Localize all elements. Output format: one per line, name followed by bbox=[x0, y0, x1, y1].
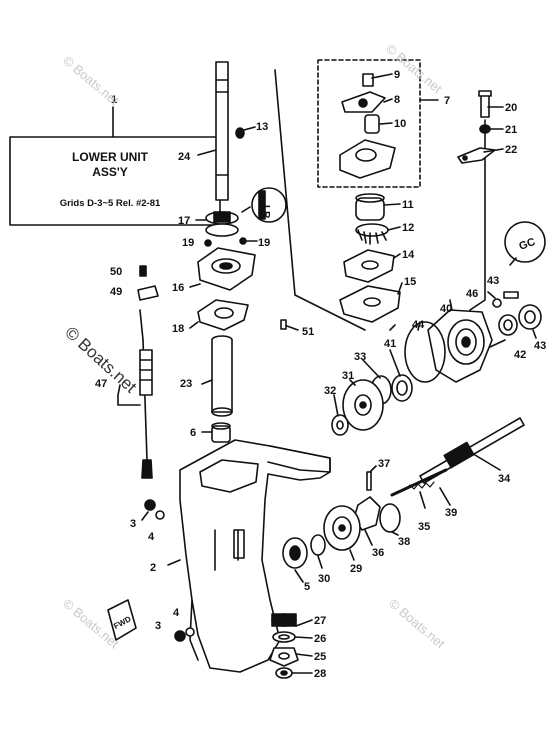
callout-12: 12 bbox=[402, 222, 414, 234]
watermark-bottom-right: © Boats.net bbox=[386, 596, 448, 652]
gasket bbox=[197, 299, 249, 331]
callout-47: 47 bbox=[95, 378, 107, 390]
impeller bbox=[355, 223, 389, 245]
callout-34: 34 bbox=[498, 473, 511, 485]
assembly-ref-label: 1 bbox=[111, 94, 117, 106]
callout-35: 35 bbox=[418, 521, 430, 533]
callout-31: 31 bbox=[342, 370, 354, 382]
callout-50: 50 bbox=[110, 266, 122, 278]
drive-shaft bbox=[197, 61, 229, 201]
callout-27: 27 bbox=[314, 615, 326, 627]
o-ring bbox=[404, 321, 446, 383]
callout-4b: 4 bbox=[173, 607, 180, 619]
callout-32: 32 bbox=[324, 385, 336, 397]
callout-8: 8 bbox=[394, 94, 400, 106]
callout-46: 46 bbox=[466, 288, 478, 300]
callout-18: 18 bbox=[172, 323, 184, 335]
callout-29: 29 bbox=[350, 563, 362, 575]
pinion-stack bbox=[269, 613, 299, 679]
callout-15: 15 bbox=[404, 276, 416, 288]
callout-4a: 4 bbox=[148, 531, 155, 543]
callout-6: 6 bbox=[190, 427, 196, 439]
callout-19a: 19 bbox=[182, 237, 194, 249]
callout-25: 25 bbox=[314, 651, 326, 663]
callout-24: 24 bbox=[178, 151, 191, 163]
callout-39: 39 bbox=[445, 507, 457, 519]
callout-10: 10 bbox=[394, 118, 406, 130]
callout-2: 2 bbox=[150, 562, 156, 574]
callout-19b: 19 bbox=[258, 237, 270, 249]
callout-44: 44 bbox=[412, 319, 425, 331]
title-grids: Grids D-3~5 Rel. #2-81 bbox=[60, 198, 161, 209]
callout-22: 22 bbox=[505, 144, 517, 156]
callout-3b: 3 bbox=[155, 620, 161, 632]
callout-38: 38 bbox=[398, 536, 410, 548]
callout-51: 51 bbox=[302, 326, 314, 338]
water-pump-group-frame bbox=[317, 59, 421, 188]
bearing-housing bbox=[427, 309, 493, 383]
callout-41: 41 bbox=[384, 338, 396, 350]
callout-37: 37 bbox=[378, 458, 390, 470]
watermark-top-left: © Boats.net bbox=[60, 53, 122, 109]
water-pump-housing-lower bbox=[189, 247, 256, 291]
callout-11: 11 bbox=[402, 199, 414, 211]
callout-17: 17 bbox=[178, 215, 190, 227]
lower-casing bbox=[167, 439, 331, 673]
callout-33: 33 bbox=[354, 351, 366, 363]
callout-3a: 3 bbox=[130, 518, 136, 530]
water-tube bbox=[201, 335, 233, 417]
callout-40: 40 bbox=[440, 303, 452, 315]
title-line-2: ASS'Y bbox=[92, 165, 128, 179]
callout-49: 49 bbox=[110, 286, 122, 298]
fwd-tag bbox=[107, 599, 137, 641]
callout-21: 21 bbox=[505, 124, 517, 136]
lr-badge-text: LR bbox=[260, 205, 271, 219]
callout-9: 9 bbox=[394, 69, 400, 81]
callout-26: 26 bbox=[314, 633, 326, 645]
callout-28: 28 bbox=[314, 668, 326, 680]
callout-23: 23 bbox=[180, 378, 192, 390]
gc-badge-circle bbox=[504, 221, 546, 263]
callout-5: 5 bbox=[304, 581, 310, 593]
callout-20: 20 bbox=[505, 102, 517, 114]
callout-16: 16 bbox=[172, 282, 184, 294]
propeller-shaft bbox=[419, 417, 525, 484]
title-line-1: LOWER UNIT bbox=[72, 150, 149, 164]
callout-14: 14 bbox=[402, 249, 415, 261]
callout-7: 7 bbox=[444, 95, 450, 107]
watermark-top-right: © Boats.net bbox=[383, 41, 445, 97]
shift-rod bbox=[117, 309, 153, 479]
callout-43b: 43 bbox=[534, 340, 546, 352]
callout-36: 36 bbox=[372, 547, 384, 559]
callout-30: 30 bbox=[318, 573, 330, 585]
callout-42: 42 bbox=[514, 349, 526, 361]
callout-43a: 43 bbox=[487, 275, 499, 287]
gc-badge-text: GC bbox=[517, 236, 537, 253]
callout-13: 13 bbox=[256, 121, 268, 133]
